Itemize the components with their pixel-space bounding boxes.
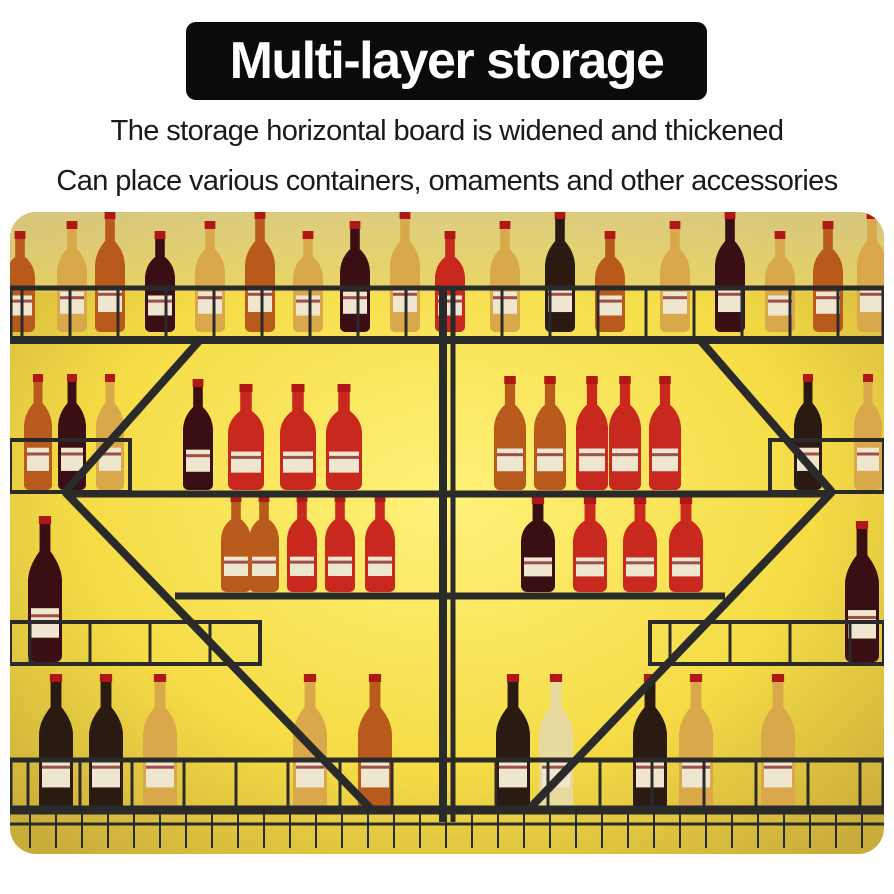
subtitle-line-2: Can place various containers, omaments a… — [56, 165, 838, 197]
bottle — [358, 674, 392, 810]
bottle — [245, 212, 275, 332]
bottle — [340, 221, 370, 332]
bottle — [534, 376, 566, 490]
bottle — [813, 221, 843, 332]
bottle — [365, 494, 395, 592]
bottle — [39, 674, 73, 810]
bottle — [143, 674, 177, 810]
bottle — [521, 496, 555, 592]
bottle — [857, 212, 884, 332]
bottle — [228, 384, 264, 490]
product-photo — [10, 212, 884, 854]
rack-frame-rail — [768, 438, 884, 494]
bottle — [649, 376, 681, 490]
bottle — [490, 221, 520, 332]
rack-frame-bar — [62, 489, 373, 811]
bottle — [576, 376, 608, 490]
bottle — [660, 221, 690, 332]
bottle — [573, 496, 607, 592]
bottle — [326, 384, 362, 490]
bottle — [221, 494, 251, 592]
bottle — [623, 496, 657, 592]
bottle — [545, 212, 575, 332]
bottle — [761, 674, 795, 810]
rack-frame-bar — [62, 337, 203, 495]
bottle — [195, 221, 225, 332]
bottle — [57, 221, 87, 332]
rack-frame-rail — [10, 438, 132, 494]
bottle — [249, 494, 279, 592]
bottle — [89, 674, 123, 810]
wine-rack-illustration — [10, 212, 884, 854]
bottle — [496, 674, 530, 810]
bottle — [609, 376, 641, 490]
page-title: Multi-layer storage — [229, 32, 665, 90]
title-banner: Multi-layer storage — [186, 22, 707, 100]
bottle — [280, 384, 316, 490]
subtitle-line-1: The storage horizontal board is widened … — [110, 115, 784, 147]
bottle — [494, 376, 526, 490]
bottle — [633, 674, 667, 810]
bottle — [715, 212, 745, 332]
bottle — [287, 494, 317, 592]
bottle — [325, 494, 355, 592]
rack-frame-rail — [10, 620, 262, 666]
bottle — [183, 379, 213, 490]
bottle — [28, 516, 62, 662]
rack-frame-bar — [696, 337, 836, 495]
rack-frame-bar — [527, 489, 835, 811]
bottle — [669, 496, 703, 592]
rack-frame-rail — [648, 620, 884, 666]
